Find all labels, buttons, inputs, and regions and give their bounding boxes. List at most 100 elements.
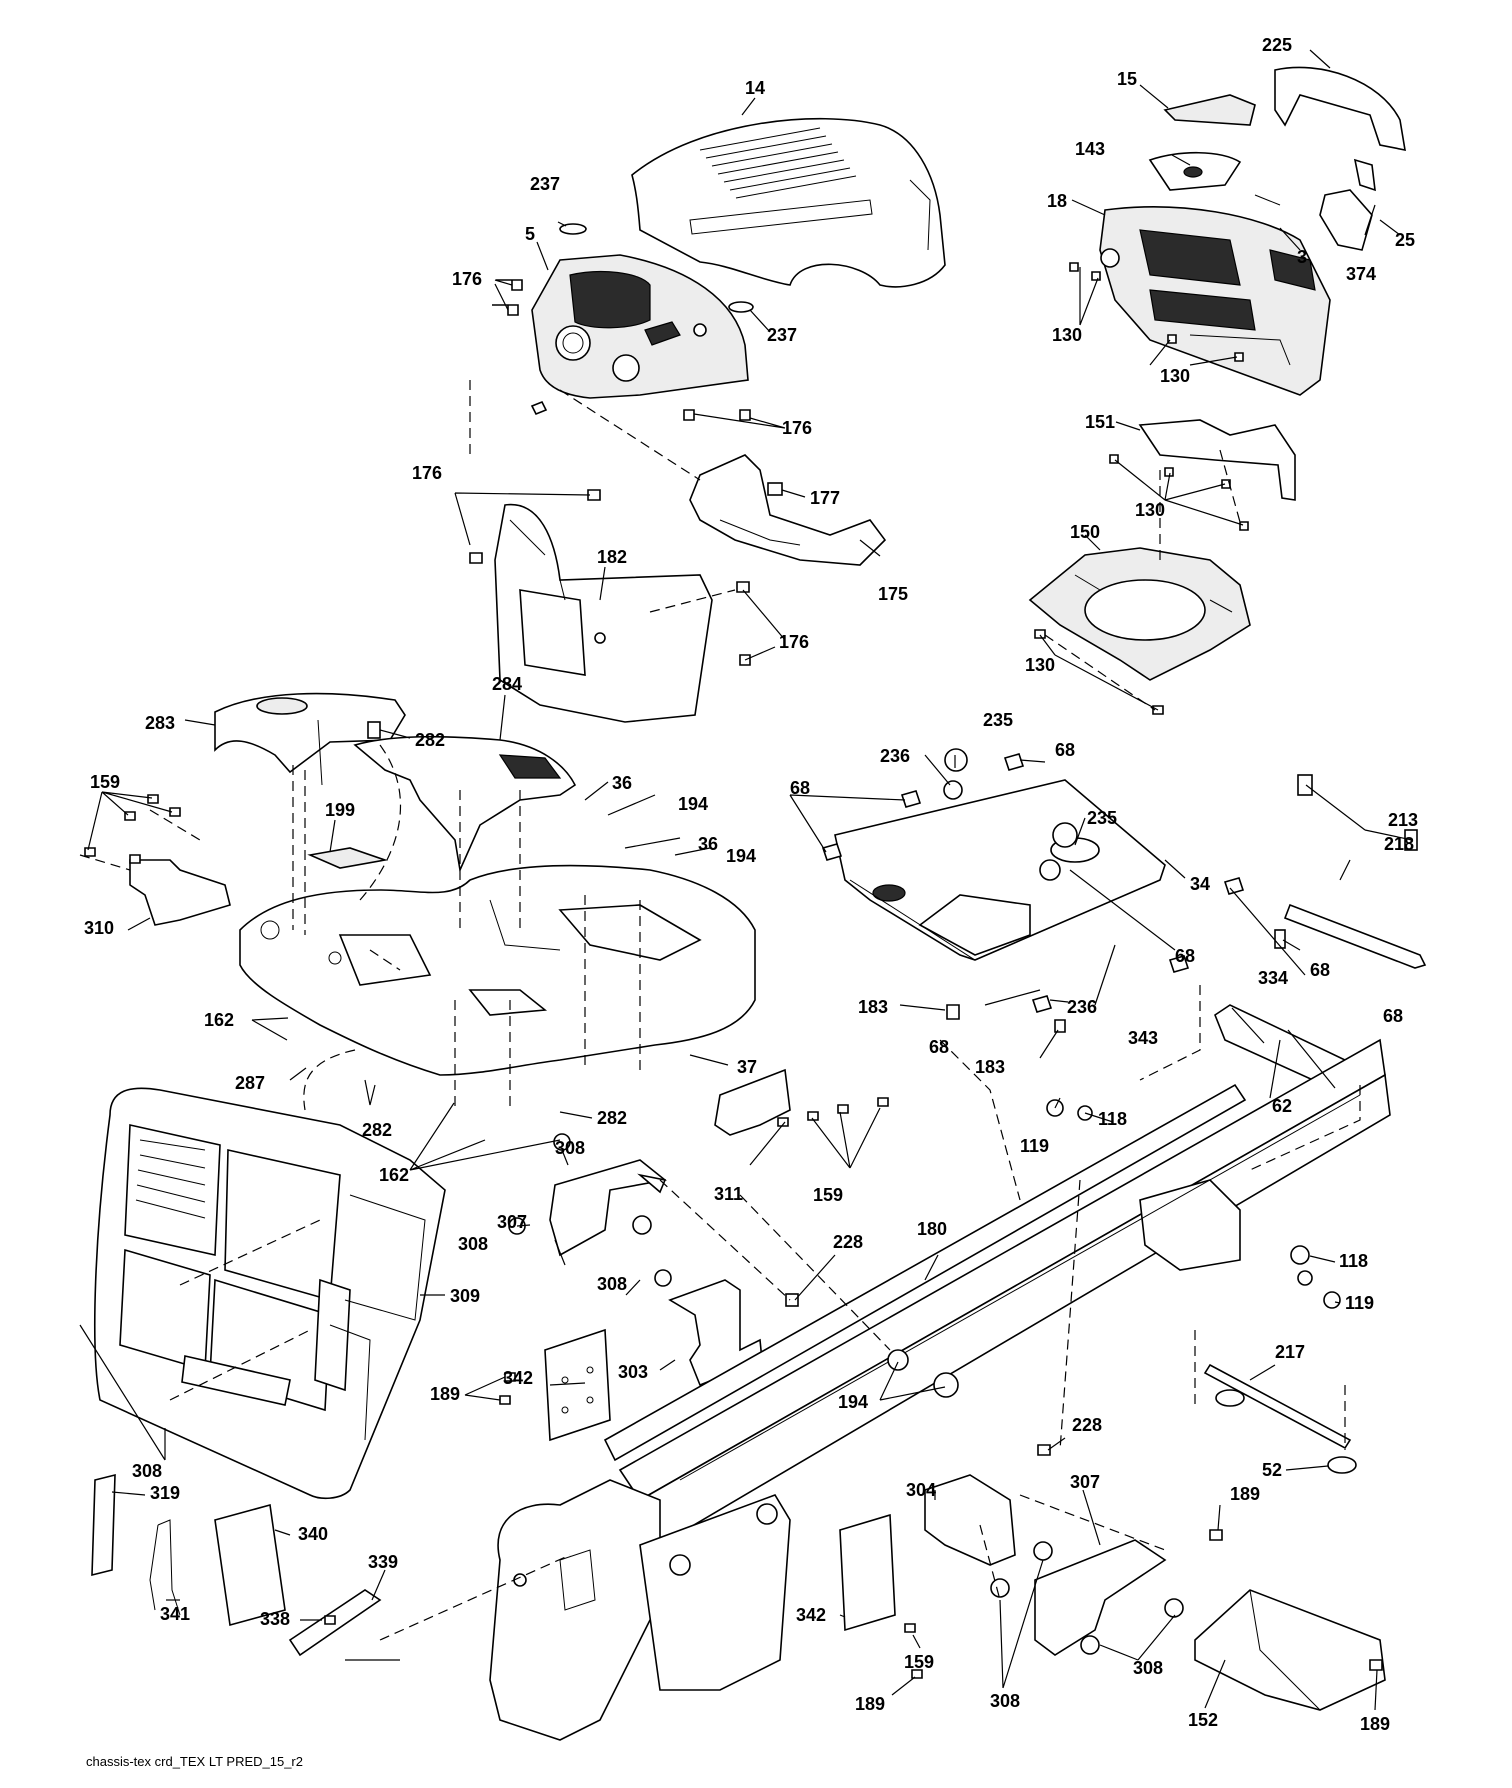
label-308: 308 — [990, 1691, 1020, 1711]
label-130: 130 — [1135, 500, 1165, 520]
label-36: 36 — [612, 773, 632, 793]
part-339-lever — [288, 1589, 382, 1657]
label-62: 62 — [1272, 1096, 1292, 1116]
part-340-plate — [214, 1503, 286, 1627]
label-25: 25 — [1395, 230, 1415, 250]
label-151: 151 — [1085, 412, 1115, 432]
part-307-shield-b — [990, 1539, 1184, 1656]
label-282: 282 — [597, 1108, 627, 1128]
fastener-34-group — [821, 748, 1245, 1033]
label-311: 311 — [714, 1184, 743, 1204]
label-236: 236 — [1067, 997, 1097, 1017]
label-304: 304 — [906, 1480, 936, 1500]
label-282: 282 — [415, 730, 445, 750]
label-37: 37 — [737, 1057, 757, 1077]
part-342-bracket-b — [839, 1513, 923, 1679]
label-118: 118 — [1339, 1251, 1368, 1271]
part-304-shield — [924, 1474, 1016, 1566]
label-183: 183 — [858, 997, 888, 1017]
label-183: 183 — [975, 1057, 1005, 1077]
label-194: 194 — [678, 794, 708, 814]
part-labels: 14 237 5 176 237 176 176 177 182 175 176… — [84, 35, 1418, 1734]
label-189: 189 — [430, 1384, 460, 1404]
part-283-cover — [214, 692, 406, 786]
label-130: 130 — [1052, 325, 1082, 345]
label-308: 308 — [555, 1138, 585, 1158]
part-199-decal — [307, 847, 389, 869]
label-119: 119 — [1345, 1293, 1374, 1313]
label-309: 309 — [450, 1286, 480, 1306]
label-159: 159 — [904, 1652, 934, 1672]
part-182-lower-dash — [494, 503, 713, 723]
part-37-fender — [239, 864, 756, 1076]
label-68: 68 — [1383, 1006, 1403, 1026]
label-303: 303 — [618, 1362, 648, 1382]
part-310-bracket — [84, 794, 231, 926]
part-180-frame — [489, 1038, 1391, 1741]
label-308: 308 — [132, 1461, 162, 1481]
label-176: 176 — [779, 632, 809, 652]
label-374: 374 — [1346, 264, 1376, 284]
part-15-225-143-trim — [1148, 66, 1406, 251]
label-189: 189 — [1360, 1714, 1390, 1734]
label-68: 68 — [790, 778, 810, 798]
part-341-spring — [149, 1519, 181, 1616]
part-237-caps — [559, 223, 754, 313]
part-284-cover — [353, 721, 577, 873]
label-150: 150 — [1070, 522, 1100, 542]
part-14-hood — [631, 117, 946, 288]
label-218: 218 — [1384, 834, 1414, 854]
label-143: 143 — [1075, 139, 1105, 159]
label-180: 180 — [917, 1219, 947, 1239]
label-68: 68 — [1055, 740, 1075, 760]
label-284: 284 — [492, 674, 522, 694]
leader-lines — [79, 49, 1413, 1711]
label-176: 176 — [452, 269, 482, 289]
label-34: 34 — [1190, 874, 1210, 894]
label-159: 159 — [813, 1185, 843, 1205]
part-34-plate — [834, 779, 1166, 961]
label-36: 36 — [698, 834, 718, 854]
label-177: 177 — [810, 488, 840, 508]
label-14: 14 — [745, 78, 765, 98]
part-319-clip — [91, 1473, 116, 1577]
part-311-bracket — [714, 1068, 889, 1136]
label-342: 342 — [796, 1605, 826, 1625]
label-334: 334 — [1258, 968, 1288, 988]
label-68: 68 — [929, 1037, 949, 1057]
label-194: 194 — [838, 1392, 868, 1412]
label-159: 159 — [90, 772, 120, 792]
label-176: 176 — [412, 463, 442, 483]
label-307: 307 — [1070, 1472, 1100, 1492]
label-342: 342 — [503, 1368, 533, 1388]
label-287: 287 — [235, 1073, 265, 1093]
label-175: 175 — [878, 584, 908, 604]
label-339: 339 — [368, 1552, 398, 1572]
part-217-rod — [1203, 1363, 1357, 1474]
footer-caption: chassis-tex crd_TEX LT PRED_15_r2 — [86, 1754, 303, 1769]
label-319: 319 — [150, 1483, 180, 1503]
label-182: 182 — [597, 547, 627, 567]
label-18: 18 — [1047, 191, 1067, 211]
label-235: 235 — [1087, 808, 1117, 828]
label-68: 68 — [1310, 960, 1330, 980]
label-310: 310 — [84, 918, 114, 938]
label-15: 15 — [1117, 69, 1137, 89]
label-307: 307 — [497, 1212, 527, 1232]
label-152: 152 — [1188, 1710, 1218, 1730]
part-151-bracket — [1109, 419, 1296, 531]
label-162: 162 — [204, 1010, 234, 1030]
label-235: 235 — [983, 710, 1013, 730]
label-213: 213 — [1388, 810, 1418, 830]
label-52: 52 — [1262, 1460, 1282, 1480]
label-237: 237 — [530, 174, 560, 194]
label-308: 308 — [1133, 1658, 1163, 1678]
label-308: 308 — [597, 1274, 627, 1294]
label-341: 341 — [160, 1604, 190, 1624]
part-5-dash — [531, 254, 749, 399]
label-130: 130 — [1025, 655, 1055, 675]
label-308: 308 — [458, 1234, 488, 1254]
label-236: 236 — [880, 746, 910, 766]
label-228: 228 — [1072, 1415, 1102, 1435]
